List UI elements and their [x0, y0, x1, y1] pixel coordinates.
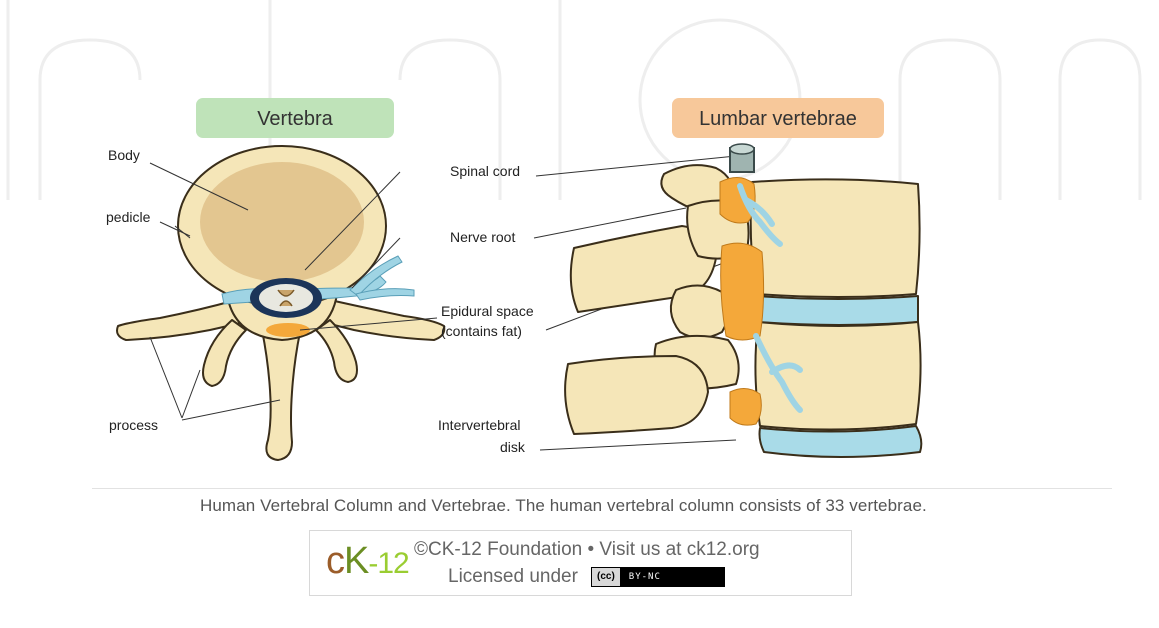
- caption-divider: [92, 488, 1112, 489]
- spinal-canal-left: [250, 278, 322, 318]
- disk-lower: [760, 426, 922, 457]
- cc-license-badge[interactable]: (cc) BY-NC: [591, 567, 725, 587]
- label-epidural-line1: Epidural space: [441, 303, 534, 319]
- spinous-process: [262, 330, 300, 460]
- label-process: process: [109, 417, 158, 433]
- right-title: Lumbar vertebrae: [699, 108, 857, 130]
- label-nerve-root: Nerve root: [450, 229, 515, 245]
- left-title: Vertebra: [257, 108, 333, 130]
- middle-articular: [671, 285, 728, 338]
- label-intervertebral-line1: Intervertebral: [438, 417, 520, 433]
- figure-caption: Human Vertebral Column and Vertebrae. Th…: [200, 496, 1100, 516]
- cc-icon: (cc): [592, 568, 621, 586]
- vertebral-body-center: [200, 162, 364, 282]
- right-title-badge: Lumbar vertebrae: [672, 98, 884, 138]
- ck12-logo-k: K: [344, 540, 368, 582]
- ck12-logo: cK-12: [326, 539, 409, 586]
- label-epidural-line2: (contains fat): [441, 323, 522, 339]
- disk-upper: [756, 296, 918, 325]
- spinal-cord-stub: [730, 144, 754, 172]
- lower-transverse-process: [565, 356, 708, 434]
- credit-line2: Licensed under: [448, 566, 578, 588]
- label-pedicle: pedicle: [106, 209, 151, 225]
- label-body: Body: [108, 147, 140, 163]
- ck12-logo-num: -12: [368, 547, 408, 580]
- label-intervertebral-line2: disk: [500, 439, 526, 455]
- cc-license-text: BY-NC: [621, 572, 661, 582]
- credit-line1: ©CK-12 Foundation • Visit us at ck12.org: [414, 539, 760, 561]
- label-spinal-cord: Spinal cord: [450, 163, 520, 179]
- left-title-badge: Vertebra: [196, 98, 394, 138]
- ck12-logo-c: c: [326, 540, 344, 582]
- credit-box: cK-12 ©CK-12 Foundation • Visit us at ck…: [309, 530, 852, 596]
